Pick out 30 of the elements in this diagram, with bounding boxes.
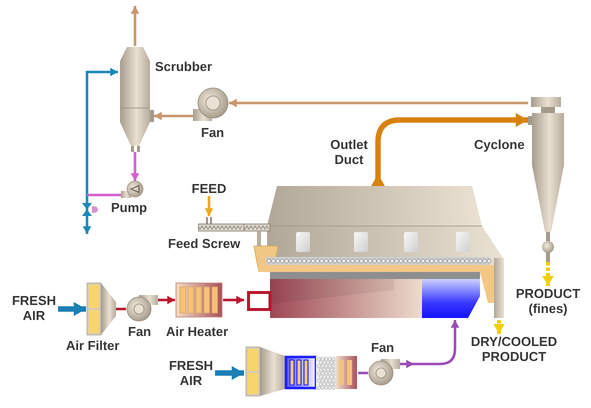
flow-arrow [400,320,460,368]
stream-label: FRESH AIR [167,358,215,388]
flow-arrow [371,113,528,186]
pipe-line [116,308,126,310]
stream-label: FRESH AIR [10,293,58,323]
flow-arrow [493,320,505,334]
flow-arrow [154,112,193,120]
flow-arrow [82,195,92,234]
equipment-label: Feed Screw [168,236,240,251]
equipment-label: Fan [371,340,394,355]
equipment-label: Cyclone [474,137,525,152]
equipment-label: Fan [128,324,152,339]
stream-label: DRY/COOLED PRODUCT [466,334,562,364]
equipment-label: Scrubber [155,59,212,74]
equipment-label: Air Filter [66,338,120,353]
flow-arrow [542,262,554,286]
equipment-label: Fan [201,125,224,140]
equipment-label: Air Heater [166,324,228,339]
flow-arrow [130,152,140,181]
stream-label: FEED [190,181,228,196]
flow-arrow [158,296,175,304]
flow-arrow [58,302,86,316]
flow-arrow [229,98,528,108]
flow-arrow [223,296,244,304]
stream-label: PRODUCT (fines) [514,286,582,316]
flow-arrow [204,196,214,216]
flow-arrow [215,366,244,380]
flow-arrow [130,6,140,46]
equipment-label: Pump [111,200,148,215]
pipe-line [358,372,368,374]
